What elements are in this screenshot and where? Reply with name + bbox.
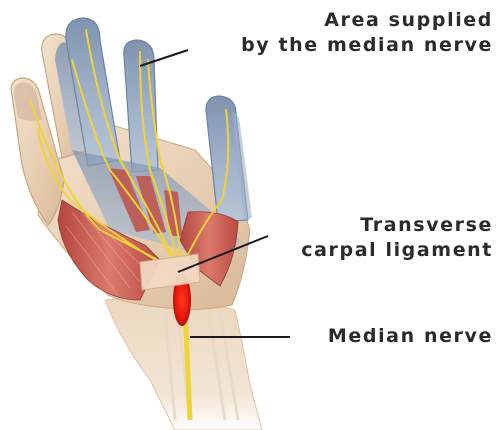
label-transverse-carpal-ligament: Transverse carpal ligament (301, 213, 493, 263)
label-ligament-line2: carpal ligament (301, 238, 493, 263)
label-median-nerve: Median nerve (328, 324, 493, 349)
label-median-nerve-text: Median nerve (328, 324, 493, 349)
label-ligament-line1: Transverse (301, 213, 493, 238)
label-area-supplied-line2: by the median nerve (241, 33, 493, 58)
label-area-supplied-line1: Area supplied (241, 8, 493, 33)
label-area-supplied: Area supplied by the median nerve (241, 8, 493, 58)
